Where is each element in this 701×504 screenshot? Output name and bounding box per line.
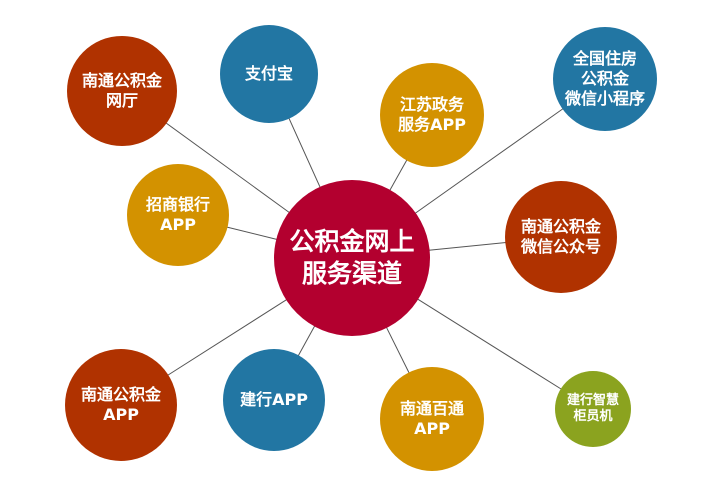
connector-line-national-housing-miniprogram — [413, 107, 565, 215]
node-label-line: APP — [414, 419, 450, 438]
node-label-line: 公积金 — [580, 69, 629, 88]
node-label-line: 公积金网上 — [289, 226, 415, 256]
connector-line-nantong-gjj-web — [164, 121, 291, 214]
node-label-line: 服务APP — [398, 115, 466, 134]
node-ccb-app: 建行APP — [223, 349, 325, 451]
connector-line-alipay — [287, 116, 322, 189]
node-label-line: APP — [103, 405, 139, 424]
node-label-line: 建行智慧 — [566, 392, 619, 408]
hub-node: 公积金网上服务渠道 — [274, 180, 430, 336]
node-nantong-gjj-wechat: 南通公积金微信公众号 — [505, 181, 617, 293]
connector-line-ccb-smart-teller — [416, 297, 563, 391]
node-label-line: 南通公积金 — [520, 217, 601, 236]
node-label-line: 全国住房 — [572, 49, 637, 68]
connector-line-nantong-gjj-wechat — [427, 241, 508, 251]
node-label-line: 建行APP — [240, 390, 308, 409]
node-jiangsu-gov-app: 江苏政务服务APP — [380, 63, 484, 167]
node-label-line: APP — [160, 215, 196, 234]
node-label-line: 微信公众号 — [520, 237, 601, 256]
node-label-line: 南通公积金 — [80, 385, 161, 404]
connector-line-cmb-app — [225, 226, 279, 241]
connector-line-nantong-gjj-app — [166, 298, 289, 377]
connector-line-nantong-baitong-app — [385, 325, 411, 375]
node-nantong-gjj-web: 南通公积金网厅 — [67, 36, 177, 146]
node-label-line: 南通百通 — [399, 399, 464, 418]
connector-line-jiangsu-gov-app — [388, 158, 409, 192]
node-label-line: 江苏政务 — [399, 95, 464, 114]
node-label-line: 南通公积金 — [81, 71, 162, 90]
node-label-line: 微信小程序 — [564, 89, 645, 108]
connector-line-ccb-app — [297, 324, 316, 358]
node-label-line: 支付宝 — [244, 64, 293, 83]
node-label-line: 服务渠道 — [301, 259, 402, 288]
node-label-line: 网厅 — [105, 91, 138, 110]
node-ccb-smart-teller: 建行智慧柜员机 — [555, 371, 631, 447]
node-national-housing-miniprogram: 全国住房公积金微信小程序 — [553, 27, 657, 131]
node-label-line: 招商银行 — [145, 195, 210, 214]
node-alipay: 支付宝 — [220, 25, 318, 123]
node-label-line: 柜员机 — [573, 409, 613, 424]
